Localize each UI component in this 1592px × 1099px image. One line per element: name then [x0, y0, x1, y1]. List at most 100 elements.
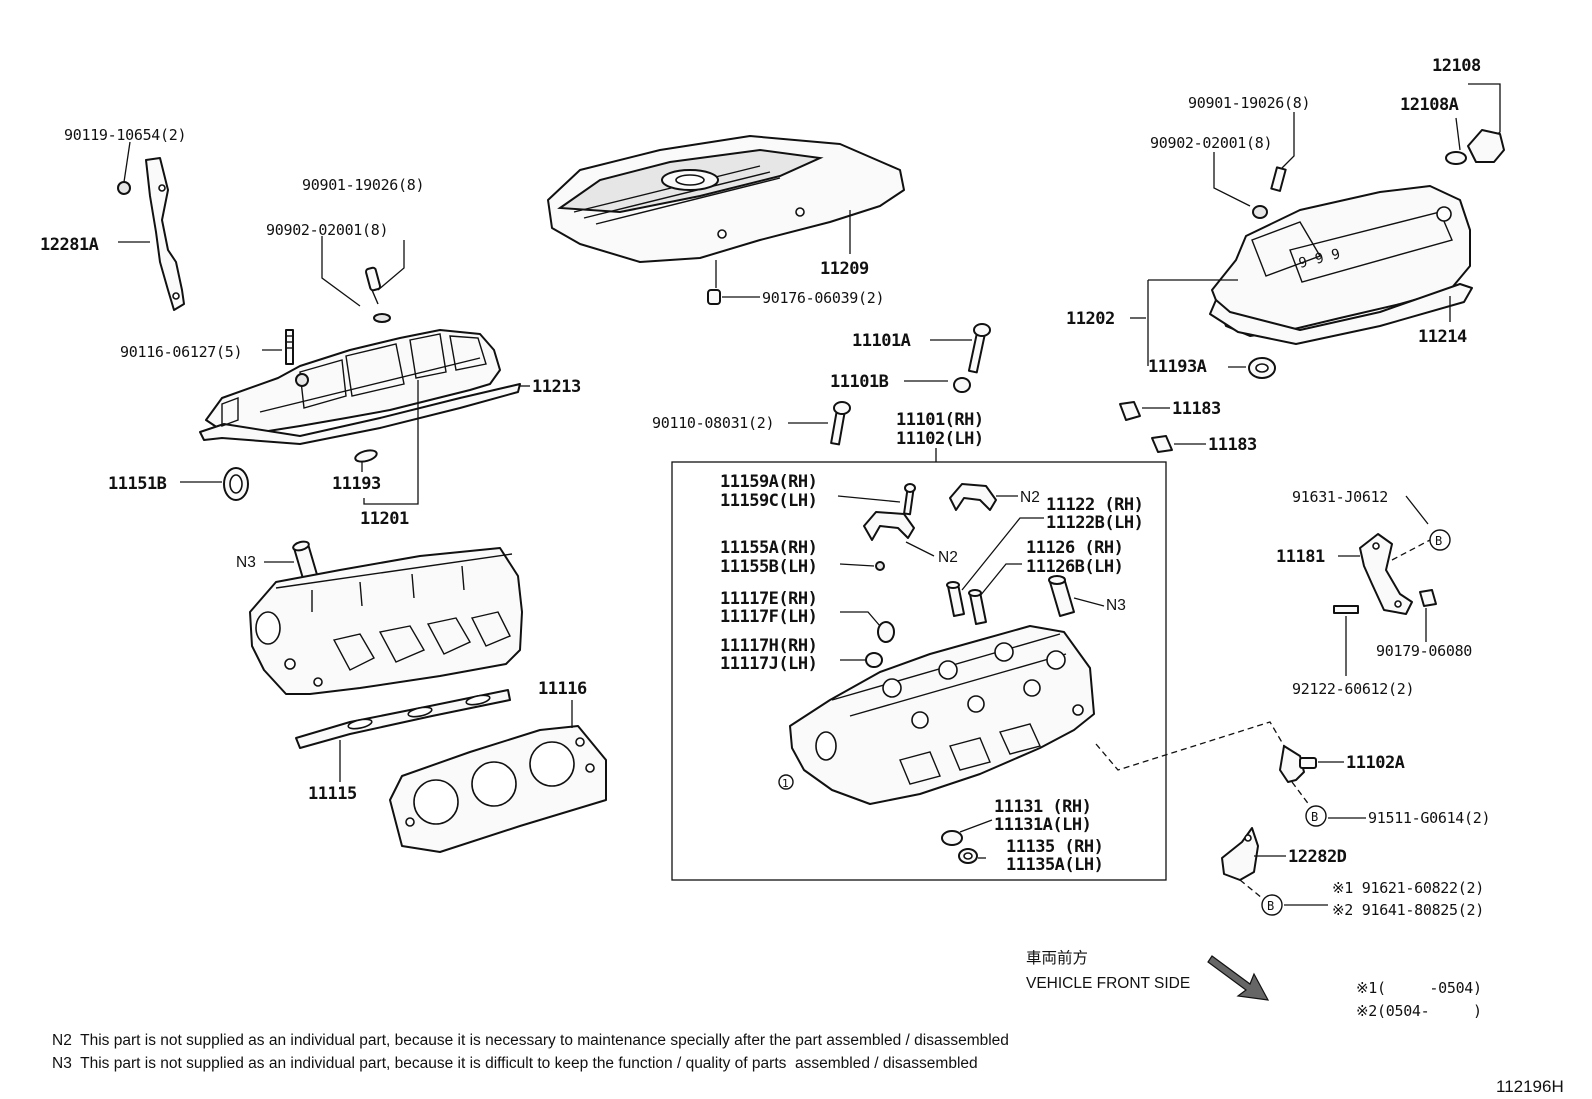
gasket-11193: [354, 380, 419, 505]
label-12108a: 12108A: [1400, 95, 1459, 115]
front-side-en: VEHICLE FRONT SIDE: [1026, 975, 1190, 992]
label-11159a-rh: 11159A(RH): [720, 472, 817, 492]
label-11131-rh: 11131 (RH): [994, 797, 1091, 817]
gasket-11115: [295, 689, 511, 782]
label-11202: 11202: [1066, 309, 1115, 329]
bolt-11101a: [930, 323, 991, 374]
label-11135-rh: 11135 (RH): [1006, 837, 1103, 857]
seal-11151b: [180, 467, 249, 501]
insulator-11183: [1119, 401, 1206, 453]
label-11183-upper: 11183: [1172, 399, 1221, 419]
label-11102-lh: 11102(LH): [896, 429, 984, 449]
grommet-90176: [707, 260, 760, 305]
label-11201: 11201: [360, 509, 409, 529]
label-12108: 12108: [1432, 56, 1481, 76]
label-11131a-lh: 11131A(LH): [994, 815, 1091, 835]
label-90902-02001-left: 90902-02001(8): [266, 221, 388, 239]
label-n2-lower: N2: [938, 549, 958, 566]
label-91511-g0614: 91511-G0614(2): [1368, 809, 1490, 827]
label-11117f-lh: 11117F(LH): [720, 607, 817, 627]
label-11193a: 11193A: [1148, 357, 1207, 377]
svg-text:1: 1: [782, 777, 789, 790]
cylinder-head-box: [671, 461, 1167, 881]
cap-n2-upper: [949, 483, 1018, 511]
label-90110-08031: 90110-08031(2): [652, 414, 774, 432]
stud-90116: [262, 329, 294, 365]
pin-11155: [839, 561, 885, 571]
label-11117j-lh: 11117J(LH): [720, 654, 817, 674]
diagram-id: 112196H: [1496, 1077, 1564, 1096]
head-cover-rh: 9 9 9: [1209, 185, 1473, 345]
note-n2: N2 This part is not supplied as an indiv…: [52, 1032, 1009, 1049]
label-90116-06127: 90116-06127(5): [120, 343, 242, 361]
bolt-90901-right: [1213, 112, 1295, 219]
label-11135a-lh: 11135A(LH): [1006, 855, 1103, 875]
dashed-leader-11102a: [1095, 721, 1291, 771]
label-91621-60822: ※1 91621-60822(2): [1332, 879, 1484, 897]
label-11155b-lh: 11155B(LH): [720, 557, 817, 577]
intake-manifold-lh: [249, 547, 523, 695]
label-90176-06039: 90176-06039(2): [762, 289, 884, 307]
engine-cover-11209: [547, 135, 905, 263]
label-90179-06080: 90179-06080: [1376, 642, 1472, 660]
svg-text:B: B: [1435, 534, 1442, 548]
bolt-90110: [788, 401, 851, 446]
label-90901-19026-right: 90901-19026(8): [1188, 94, 1310, 112]
bolt-11159: [837, 483, 916, 516]
cylinder-head: [789, 625, 1095, 805]
oil-filler-cap: [1445, 83, 1505, 165]
bolt-90901-left: [321, 236, 405, 323]
label-11181: 11181: [1276, 547, 1325, 567]
label-91641-80825: ※2 91641-80825(2): [1332, 901, 1484, 919]
label-90902-02001-right: 90902-02001(8): [1150, 134, 1272, 152]
note-n3: N3 This part is not supplied as an indiv…: [52, 1055, 978, 1072]
washer-11101b: [904, 377, 971, 393]
label-11126b-lh: 11126B(LH): [1026, 557, 1123, 577]
bracket-11202: [1147, 279, 1238, 366]
label-11214: 11214: [1418, 327, 1467, 347]
label-11193: 11193: [332, 474, 381, 494]
svg-text:B: B: [1267, 899, 1274, 913]
label-11159c-lh: 11159C(LH): [720, 491, 817, 511]
bracket-12281a: [117, 141, 185, 311]
front-arrow: [1207, 955, 1270, 1001]
svg-text:B: B: [1311, 810, 1318, 824]
b-marker-mid: B: [1291, 781, 1366, 827]
period-2: ※2(0504- ): [1356, 1002, 1482, 1020]
label-11155a-rh: 11155A(RH): [720, 538, 817, 558]
label-11122-rh: 11122 (RH): [1046, 495, 1143, 515]
cap-n2-lower: [863, 511, 935, 557]
marker-circle-1: 1: [778, 774, 794, 790]
label-11213: 11213: [532, 377, 581, 397]
label-90901-19026-left: 90901-19026(8): [302, 176, 424, 194]
plugs-11131-11135: [941, 819, 993, 864]
label-11102a: 11102A: [1346, 753, 1405, 773]
label-11101b: 11101B: [830, 372, 889, 392]
gasket-11193a: [1228, 357, 1276, 379]
plug-11117h: [840, 652, 883, 668]
head-gasket-11116: [389, 700, 607, 853]
label-12281a: 12281A: [40, 235, 99, 255]
bracket-12282d: B: [1221, 827, 1328, 916]
plug-11102a: [1279, 745, 1344, 783]
label-11116: 11116: [538, 679, 587, 699]
period-1: ※1( -0504): [1356, 979, 1482, 997]
label-11126-rh: 11126 (RH): [1026, 538, 1123, 558]
label-11209: 11209: [820, 259, 869, 279]
label-11122b-lh: 11122B(LH): [1046, 513, 1143, 533]
plug-11117e: [840, 611, 895, 643]
label-11151b: 11151B: [108, 474, 167, 494]
label-11101-rh: 11101(RH): [896, 410, 984, 430]
label-12282d: 12282D: [1288, 847, 1347, 867]
label-92122-60612: 92122-60612(2): [1292, 680, 1414, 698]
label-n3-right: N3: [1106, 597, 1126, 614]
bracket-11181: [1333, 533, 1437, 676]
front-side-jp: 車両前方: [1026, 949, 1088, 967]
valve-guides: [946, 517, 1105, 625]
head-cover-lh: [199, 329, 521, 445]
label-11117e-rh: 11117E(RH): [720, 589, 817, 609]
label-11101a: 11101A: [852, 331, 911, 351]
label-11115: 11115: [308, 784, 357, 804]
label-n2-upper: N2: [1020, 489, 1040, 506]
